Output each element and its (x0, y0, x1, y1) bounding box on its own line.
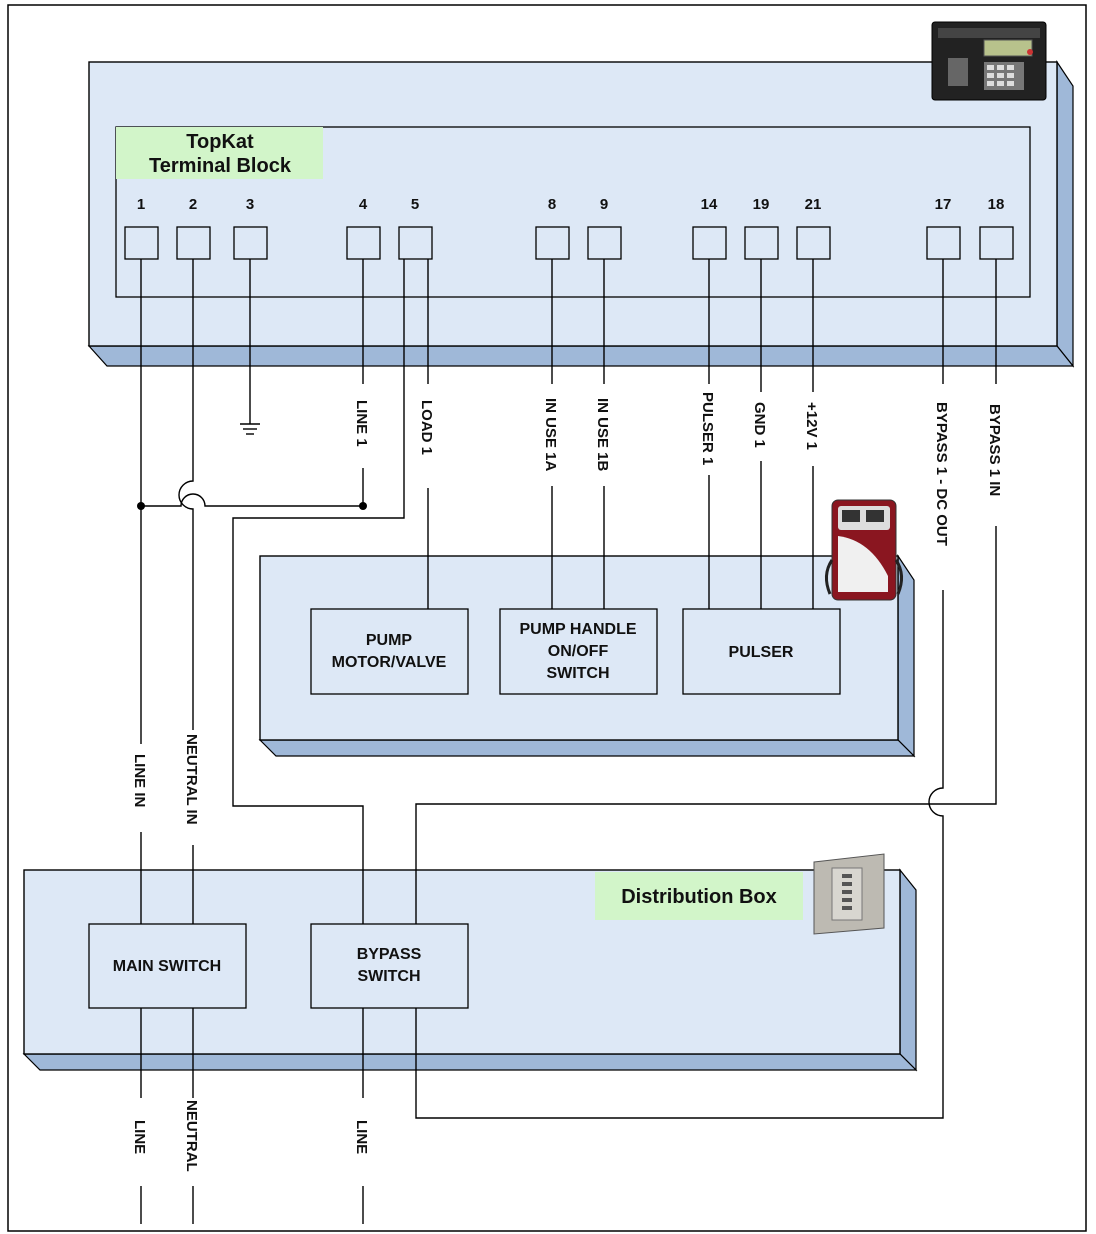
pump-motor-valve-label-line2: MOTOR/VALVE (332, 654, 447, 671)
terminal-block-title-bg (116, 127, 323, 179)
terminal-number: 19 (753, 196, 770, 213)
terminal-number: 3 (246, 196, 254, 213)
terminal-block-title-line2: Terminal Block (149, 155, 292, 177)
main-switch-box (88, 923, 247, 1009)
pump-handle-label-line1: PUMP HANDLE (519, 621, 636, 638)
terminal-8 (535, 226, 570, 260)
terminal-number: 8 (548, 196, 556, 213)
wire-label-line-out: LINE (131, 1120, 148, 1154)
terminal-1 (124, 226, 159, 260)
bypass-switch-label-line1: BYPASS (357, 946, 422, 963)
wires (140, 259, 997, 1224)
terminal-21 (796, 226, 831, 260)
terminal-number: 9 (600, 196, 608, 213)
wire-label-line-in: LINE IN (131, 754, 148, 807)
wire-label-gnd-1: GND 1 (751, 402, 768, 448)
terminal-number: 2 (189, 196, 197, 213)
terminal-number: 21 (805, 196, 822, 213)
terminal-number: 4 (359, 196, 368, 213)
main-switch-label: MAIN SWITCH (113, 958, 221, 975)
wire-label-bypass-1-dc-out: BYPASS 1 - DC OUT (933, 402, 950, 546)
topkat-terminal-device-image (931, 21, 1047, 101)
terminal-18 (979, 226, 1014, 260)
wire-label-bypass-1-in: BYPASS 1 IN (986, 404, 1003, 496)
terminal-19 (744, 226, 779, 260)
pump-handle-label-line3: SWITCH (546, 665, 609, 682)
terminal-number: 17 (935, 196, 952, 213)
terminal-number: 18 (988, 196, 1005, 213)
wire-label-load-1: LOAD 1 (418, 400, 435, 455)
wire-label-neutral-out: NEUTRAL (183, 1100, 200, 1172)
wire-label-in-use-1a: IN USE 1A (542, 398, 559, 472)
distribution-box-image (813, 853, 885, 935)
bypass-switch-box (310, 923, 469, 1009)
terminal-block-title-line1: TopKat (186, 131, 254, 153)
pump-motor-valve-label-line1: PUMP (366, 632, 413, 649)
terminal-9 (587, 226, 622, 260)
terminal-14 (692, 226, 727, 260)
wire-label-pulser-1: PULSER 1 (699, 392, 716, 465)
outer-frame (7, 4, 1087, 1232)
terminal-number: 14 (701, 196, 718, 213)
wire-label-line-1: LINE 1 (353, 400, 370, 447)
wire-terminal-5 (232, 259, 405, 1224)
wire-label-neutral-in: NEUTRAL IN (183, 734, 200, 825)
pump-handle-label-line2: ON/OFF (548, 643, 609, 660)
wire-terminal-2 (178, 259, 194, 1224)
terminal-3 (233, 226, 268, 260)
ground-icon (240, 423, 260, 435)
junction-dot (137, 502, 145, 510)
pump-motor-valve-box (310, 608, 469, 695)
terminal-numbers: 1 2 3 4 5 8 9 14 19 21 17 18 (137, 196, 1005, 213)
pump-handle-switch-box (499, 608, 658, 695)
wire-line-junction (141, 493, 363, 507)
wire-terminal-17 (415, 259, 944, 1119)
terminal-5 (398, 226, 433, 260)
terminal-2 (176, 226, 211, 260)
terminal-4 (346, 226, 381, 260)
terminal-number: 1 (137, 196, 145, 213)
distribution-box-title-bg (595, 872, 803, 920)
terminal-17 (926, 226, 961, 260)
terminal-number: 5 (411, 196, 419, 213)
fuel-pump-image (825, 499, 903, 601)
junction-dot (359, 502, 367, 510)
wire-label-in-use-1b: IN USE 1B (594, 398, 611, 472)
distribution-box-title: Distribution Box (621, 886, 777, 908)
wire-label-plus12v-1: +12V 1 (803, 402, 820, 450)
wire-label-line-out-bypass: LINE (353, 1120, 370, 1154)
wire-terminal-18 (415, 259, 997, 924)
bypass-switch-label-line2: SWITCH (357, 968, 420, 985)
pulser-label: PULSER (729, 644, 794, 661)
terminal-squares (124, 226, 1014, 260)
